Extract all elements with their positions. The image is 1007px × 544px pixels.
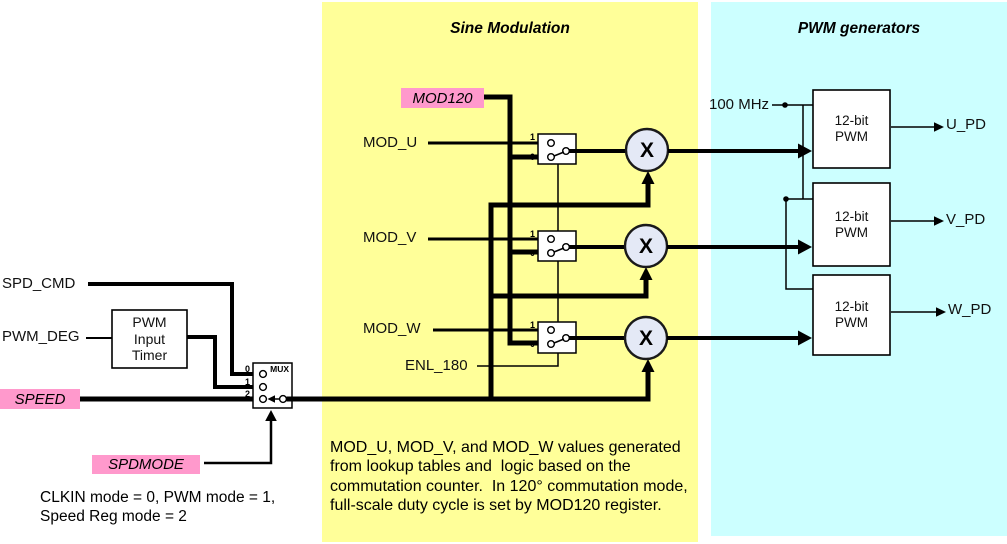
mux-wiper-arrowhead [267, 395, 275, 403]
mode-note: CLKIN mode = 0, PWM mode = 1, Speed Reg … [40, 489, 276, 525]
switch-u-lever [553, 151, 565, 157]
pwm-block-v-label: 12-bit PWM [834, 208, 869, 240]
u-pd-label: U_PD [946, 116, 987, 133]
switch-u-common-contact [562, 146, 571, 155]
switch-v-pin0-label: 0 [529, 248, 535, 258]
mod-u-label: MOD_U [363, 134, 418, 151]
sine-modulation-note: MOD_U, MOD_V, and MOD_W values generated… [330, 439, 688, 514]
mult-w-arrowhead [798, 330, 812, 346]
timer-output-wire [187, 335, 259, 389]
switch-v-contact-0 [547, 248, 556, 257]
mult-u-arrowhead [798, 143, 812, 159]
pwm-block-w [812, 274, 891, 356]
clock-wire-w [785, 199, 813, 290]
spd-cmd-label: SPD_CMD [2, 275, 76, 292]
switch-w-pin1-label: 1 [529, 320, 535, 330]
multiplier-v-symbol: X [638, 234, 653, 258]
mod-v-label: MOD_V [363, 229, 417, 246]
mux-input-2-label: 2 [244, 388, 250, 399]
mux-contact-0 [258, 369, 268, 379]
speed-branch-u [488, 184, 651, 399]
mux-contact-1 [258, 382, 268, 392]
spdmode-register-label: SPDMODE [92, 455, 200, 474]
u-pd-arrowhead [934, 122, 944, 132]
pwm-block-u [812, 89, 891, 169]
spd-cmd-wire [88, 282, 259, 376]
clock-junction-dot-1 [782, 102, 788, 108]
switch-v-contact-1 [547, 234, 556, 243]
mult-v-arrowhead [798, 239, 812, 255]
mod120-register-label: MOD120 [401, 88, 484, 108]
mux-select-arrowhead [265, 410, 277, 421]
switch-w-contact-0 [547, 340, 556, 349]
switch-u-pin1-label: 1 [529, 132, 535, 142]
mux-wiper-contact [278, 394, 288, 404]
switch-w-contact-1 [547, 326, 556, 335]
mux-input-1-label: 1 [244, 376, 250, 387]
pwm-generators-title: PWM generators [797, 20, 921, 37]
pwm-block-w-label: 12-bit PWM [834, 299, 869, 330]
v-pd-label: V_PD [946, 211, 986, 228]
pwm-block-u-label: 12-bit PWM [834, 113, 869, 144]
speed-arrowhead-w [641, 359, 655, 372]
sine-modulation-title: Sine Modulation [450, 20, 570, 37]
mux-label: MUX [270, 363, 289, 374]
pwm-input-timer-label: PWM Input Timer [131, 314, 168, 364]
pwm-deg-label: PWM_DEG [2, 328, 80, 345]
mux-input-0-label: 0 [244, 364, 250, 374]
switch-w-lever [553, 338, 565, 344]
spdmode-wire [204, 421, 273, 465]
speed-arrowhead-v [639, 267, 653, 280]
speed-arrowhead-u [641, 171, 655, 184]
switch-v-pin1-label: 1 [529, 229, 535, 239]
pwm-input-timer-box [111, 309, 188, 369]
mux-output-wire [286, 372, 651, 402]
switch-u-contact-0 [547, 152, 556, 161]
w-pd-arrowhead [936, 307, 946, 317]
clock-label: 100 MHz [709, 96, 770, 113]
enl-180-label: ENL_180 [405, 357, 468, 374]
v-pd-arrowhead [934, 216, 944, 226]
w-pd-label: W_PD [948, 301, 992, 318]
mod120-wire [484, 94, 548, 346]
switch-u-contact-1 [547, 138, 556, 147]
switch-w-pin0-label: 0 [529, 339, 535, 349]
switch-u-pin0-label: 0 [529, 152, 535, 162]
speed-register-label: SPEED [0, 389, 80, 409]
speed-branch-v [491, 280, 649, 299]
pwm-block-v [812, 182, 891, 267]
switch-v-lever [553, 247, 565, 253]
switch-w-common-contact [562, 334, 571, 343]
mux-contact-2 [258, 394, 268, 404]
multiplier-w-symbol: X [638, 326, 653, 350]
mod-w-label: MOD_W [363, 320, 421, 337]
switch-v-common-contact [562, 242, 571, 251]
multiplier-u-symbol: X [639, 138, 654, 162]
